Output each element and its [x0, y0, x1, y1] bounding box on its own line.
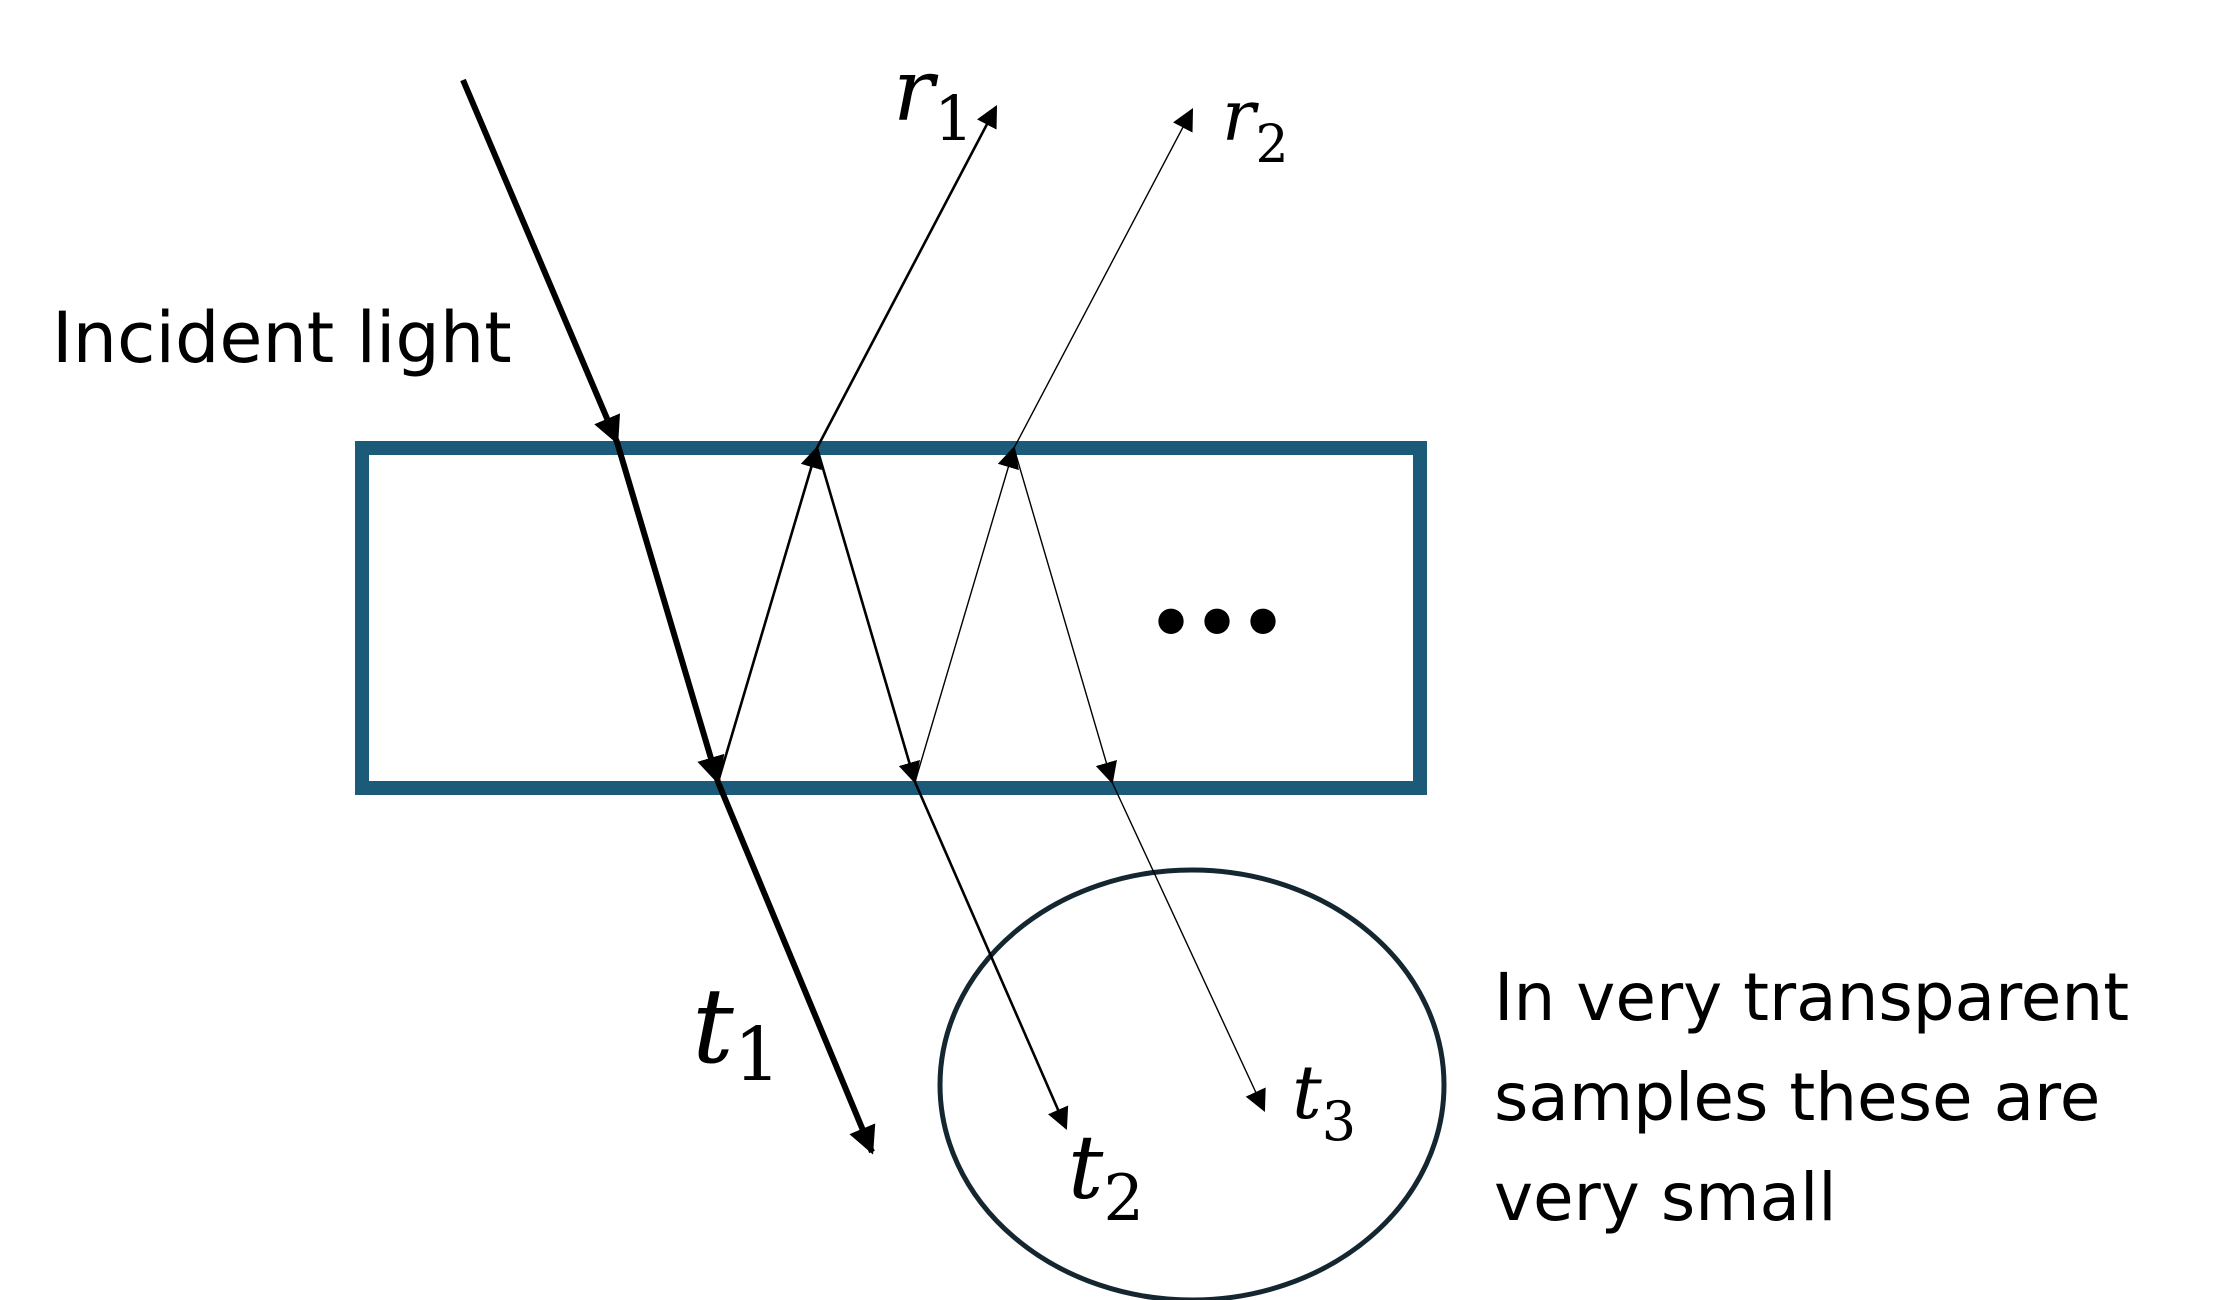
t3-label: t3	[1292, 1050, 1356, 1153]
r1-label: r1	[893, 41, 974, 155]
ellipsis-label: •••	[1148, 581, 1286, 665]
note-line-3: very small	[1494, 1159, 1837, 1236]
note-text: In very transparent samples these are ve…	[1494, 959, 2129, 1236]
note-line-2: samples these are	[1494, 1059, 2100, 1136]
t2-label: t2	[1068, 1116, 1144, 1236]
first-internal-reflection	[716, 105, 1069, 1131]
t1-label: t1	[692, 965, 781, 1098]
r2-label: r2	[1222, 75, 1289, 175]
note-line-1: In very transparent	[1494, 959, 2129, 1036]
second-internal-reflection	[914, 108, 1266, 1112]
small-transmission-highlight	[937, 867, 1447, 1300]
sample-slab	[355, 441, 1427, 795]
incident-light-label: Incident light	[52, 297, 512, 379]
incident-ray	[460, 78, 876, 1155]
